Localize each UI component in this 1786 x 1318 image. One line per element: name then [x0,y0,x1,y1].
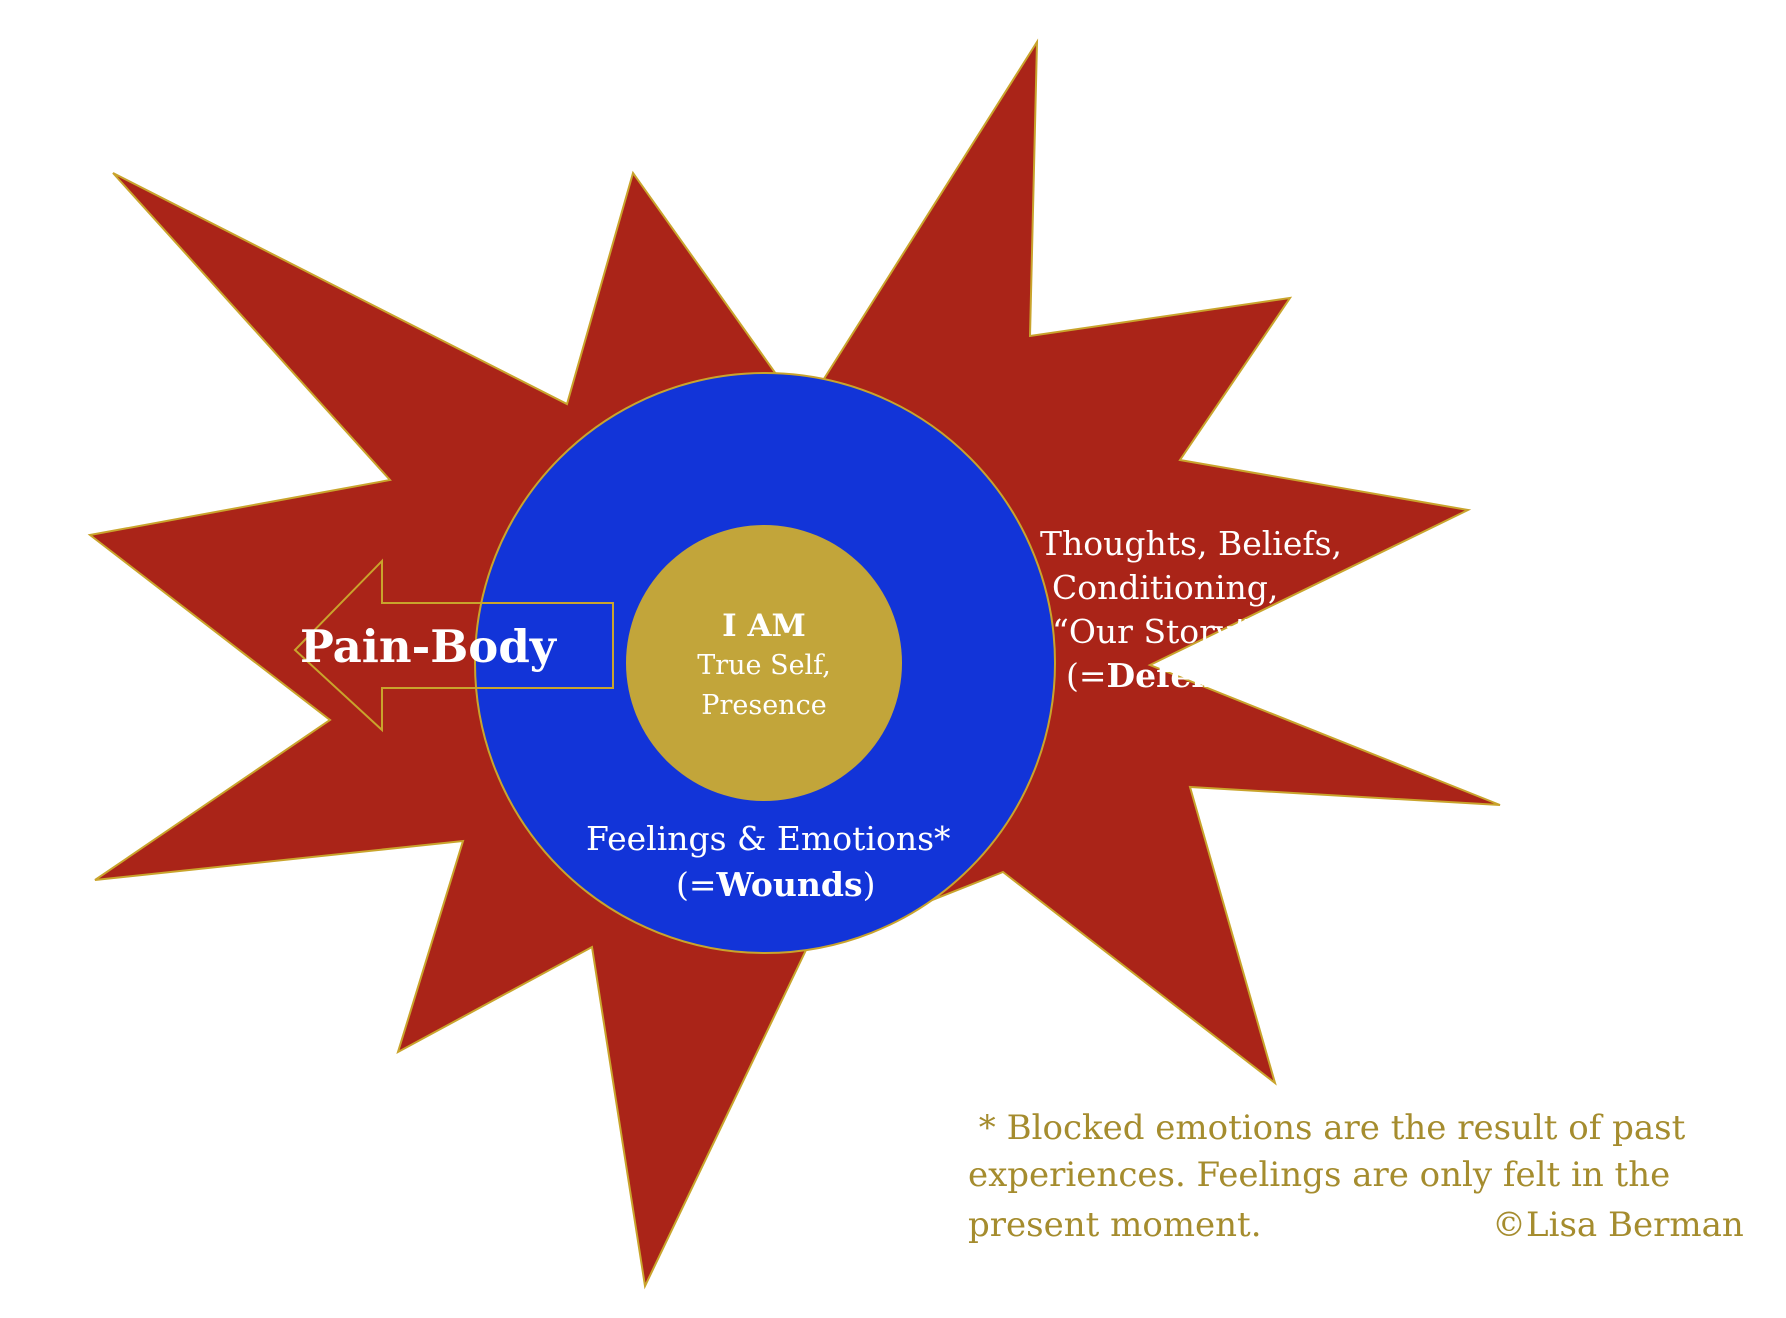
footnote-line-3: present moment. [968,1205,1262,1245]
i-am-label: I AM [722,608,806,644]
feelings-emotions-label: Feelings & Emotions* [586,819,951,858]
copyright-notice: ©Lisa Berman [1492,1205,1744,1245]
wounds-open: (= [676,865,717,904]
footnote-line-1: * Blocked emotions are the result of pas… [968,1108,1686,1148]
presence-label: Presence [701,690,827,721]
defenses-line-thoughts: Thoughts, Beliefs, [1040,524,1342,563]
defenses-close: ) [1273,656,1287,695]
footnote-line-2: experiences. Feelings are only felt in t… [968,1155,1671,1195]
true-self-core [626,525,902,801]
wounds-label: (=Wounds) [676,862,875,908]
pain-body-arrow [293,558,614,733]
defenses-line-conditioning: Conditioning, [1052,568,1279,607]
defenses-line-story: “Our Story” [1052,612,1251,651]
pain-body-label: Pain-Body [300,620,556,673]
true-self-label: True Self, [697,650,831,681]
defenses-label: (=Defenses) [1066,654,1286,698]
defenses-open: (= [1066,656,1107,695]
wounds-keyword: Wounds [716,865,863,904]
wounds-close: ) [862,865,876,904]
defenses-keyword: Defenses [1106,656,1274,695]
